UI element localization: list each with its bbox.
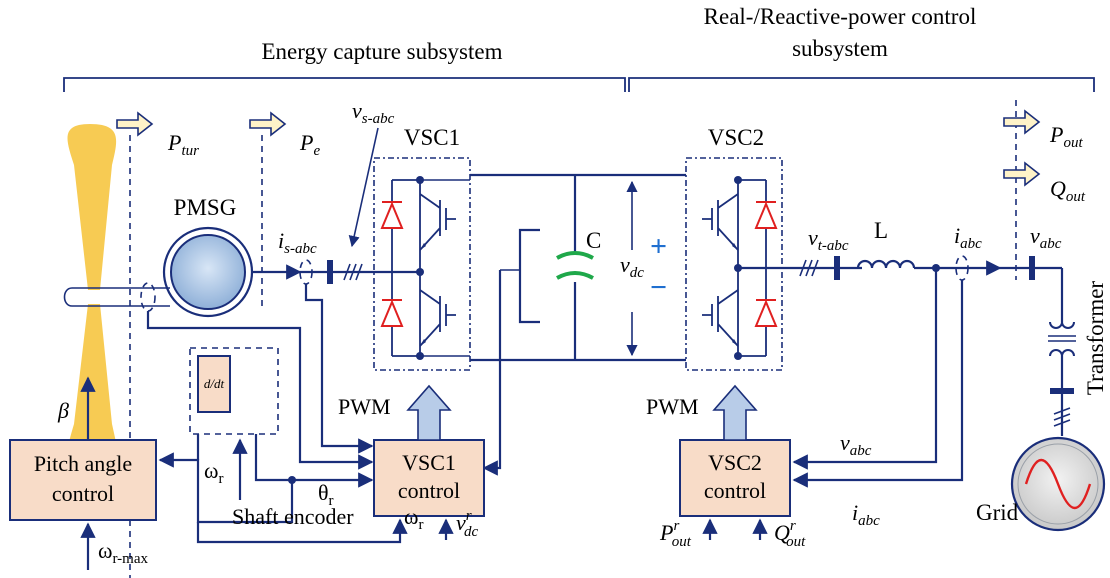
energy-capture-title: Energy capture subsystem	[261, 39, 502, 64]
theta-r-label: θr	[318, 480, 334, 509]
power-arrow-pout	[1003, 109, 1041, 135]
pitch-control-line2: control	[52, 481, 114, 506]
dc-link	[470, 173, 686, 362]
power-arrow-ptur	[116, 111, 154, 137]
vdc-sense-bracket	[518, 228, 540, 324]
vabc-feedback-line	[792, 268, 938, 470]
ddt-block	[197, 355, 231, 413]
iabc-fb-label: iabc	[852, 500, 880, 529]
pwm1-label: PWM	[338, 394, 391, 419]
power-control-bracket	[628, 77, 1095, 92]
grid-label: Grid	[976, 500, 1019, 525]
vsc2-control-block	[679, 439, 791, 517]
vsc2-control-line2: control	[704, 478, 766, 503]
qout-label: Qout	[1050, 176, 1086, 205]
pout-label: Pout	[1049, 122, 1083, 151]
omega-rmax-label: ωr-max	[98, 538, 148, 567]
pitch-control-block	[9, 439, 157, 521]
generator-output-line	[252, 259, 420, 285]
power-arrow-pe	[249, 111, 287, 137]
inductor-label: L	[874, 218, 888, 243]
energy-capture-bracket	[63, 77, 626, 92]
omega-r-vsc1-line	[196, 518, 408, 544]
pe-label: Pe	[299, 130, 320, 159]
pwm2-arrow	[712, 384, 758, 441]
vabc-label: vabc	[1030, 223, 1062, 252]
vs-abc-label: vs-abc	[352, 98, 395, 127]
shaft-encoder-label: Shaft encoder	[232, 504, 354, 529]
ddt-frame	[189, 347, 279, 435]
vsc2-switches	[702, 176, 778, 360]
vabc-fb-label: vabc	[840, 430, 872, 459]
pwm2-label: PWM	[646, 394, 699, 419]
grid-source	[1010, 436, 1106, 532]
pitch-control-line1: Pitch angle	[34, 451, 132, 476]
vdc-minus: −	[650, 271, 667, 304]
rotor-position-line	[146, 311, 374, 470]
capacitor-label: C	[586, 228, 601, 253]
pmsg-generator	[162, 226, 254, 318]
iabc-feedback-line	[792, 280, 964, 488]
vdc-feedback-line	[482, 270, 502, 476]
power-control-title-line2: subsystem	[792, 36, 888, 61]
vsc1-control-block	[373, 439, 485, 517]
power-arrow-qout	[1003, 161, 1041, 187]
vdc-label: vdc	[620, 252, 644, 281]
vsc1-frame	[373, 157, 471, 371]
omega-r-label-1: ωr	[204, 458, 223, 487]
transformer-label: Transformer	[1083, 281, 1108, 395]
capacitor-c	[556, 251, 594, 280]
turbine-blades	[67, 124, 117, 466]
vs-abc-pointer	[348, 127, 379, 248]
is-abc-label: is-abc	[278, 228, 317, 257]
omega-r-label-2: ωr	[404, 504, 423, 533]
vsc2-control-line1: VSC2	[708, 450, 762, 475]
vt-abc-label: vt-abc	[808, 225, 849, 254]
ptur-label: Ptur	[167, 130, 199, 159]
theta-feedback-line	[254, 434, 374, 488]
vsc2-frame	[685, 157, 783, 371]
beta-label: β	[57, 398, 69, 423]
ddt-label: d/dt	[204, 376, 225, 391]
vsc1-control-line1: VSC1	[402, 450, 456, 475]
is-abc-feedback-line	[304, 284, 374, 454]
drive-shaft	[63, 287, 170, 307]
vsc1-switches	[380, 176, 470, 360]
vsc2-label: VSC2	[708, 125, 764, 150]
vsc1-control-line2: control	[398, 478, 460, 503]
power-control-title-line1: Real-/Reactive-power control	[704, 4, 977, 29]
vdc-plus: +	[650, 230, 667, 263]
iabc-label: iabc	[954, 223, 982, 252]
pwm1-arrow	[406, 384, 452, 441]
pmsg-label: PMSG	[174, 195, 237, 220]
vsc1-label: VSC1	[404, 125, 460, 150]
ac-output-line	[738, 255, 1062, 281]
transformer-symbol	[1048, 321, 1076, 436]
